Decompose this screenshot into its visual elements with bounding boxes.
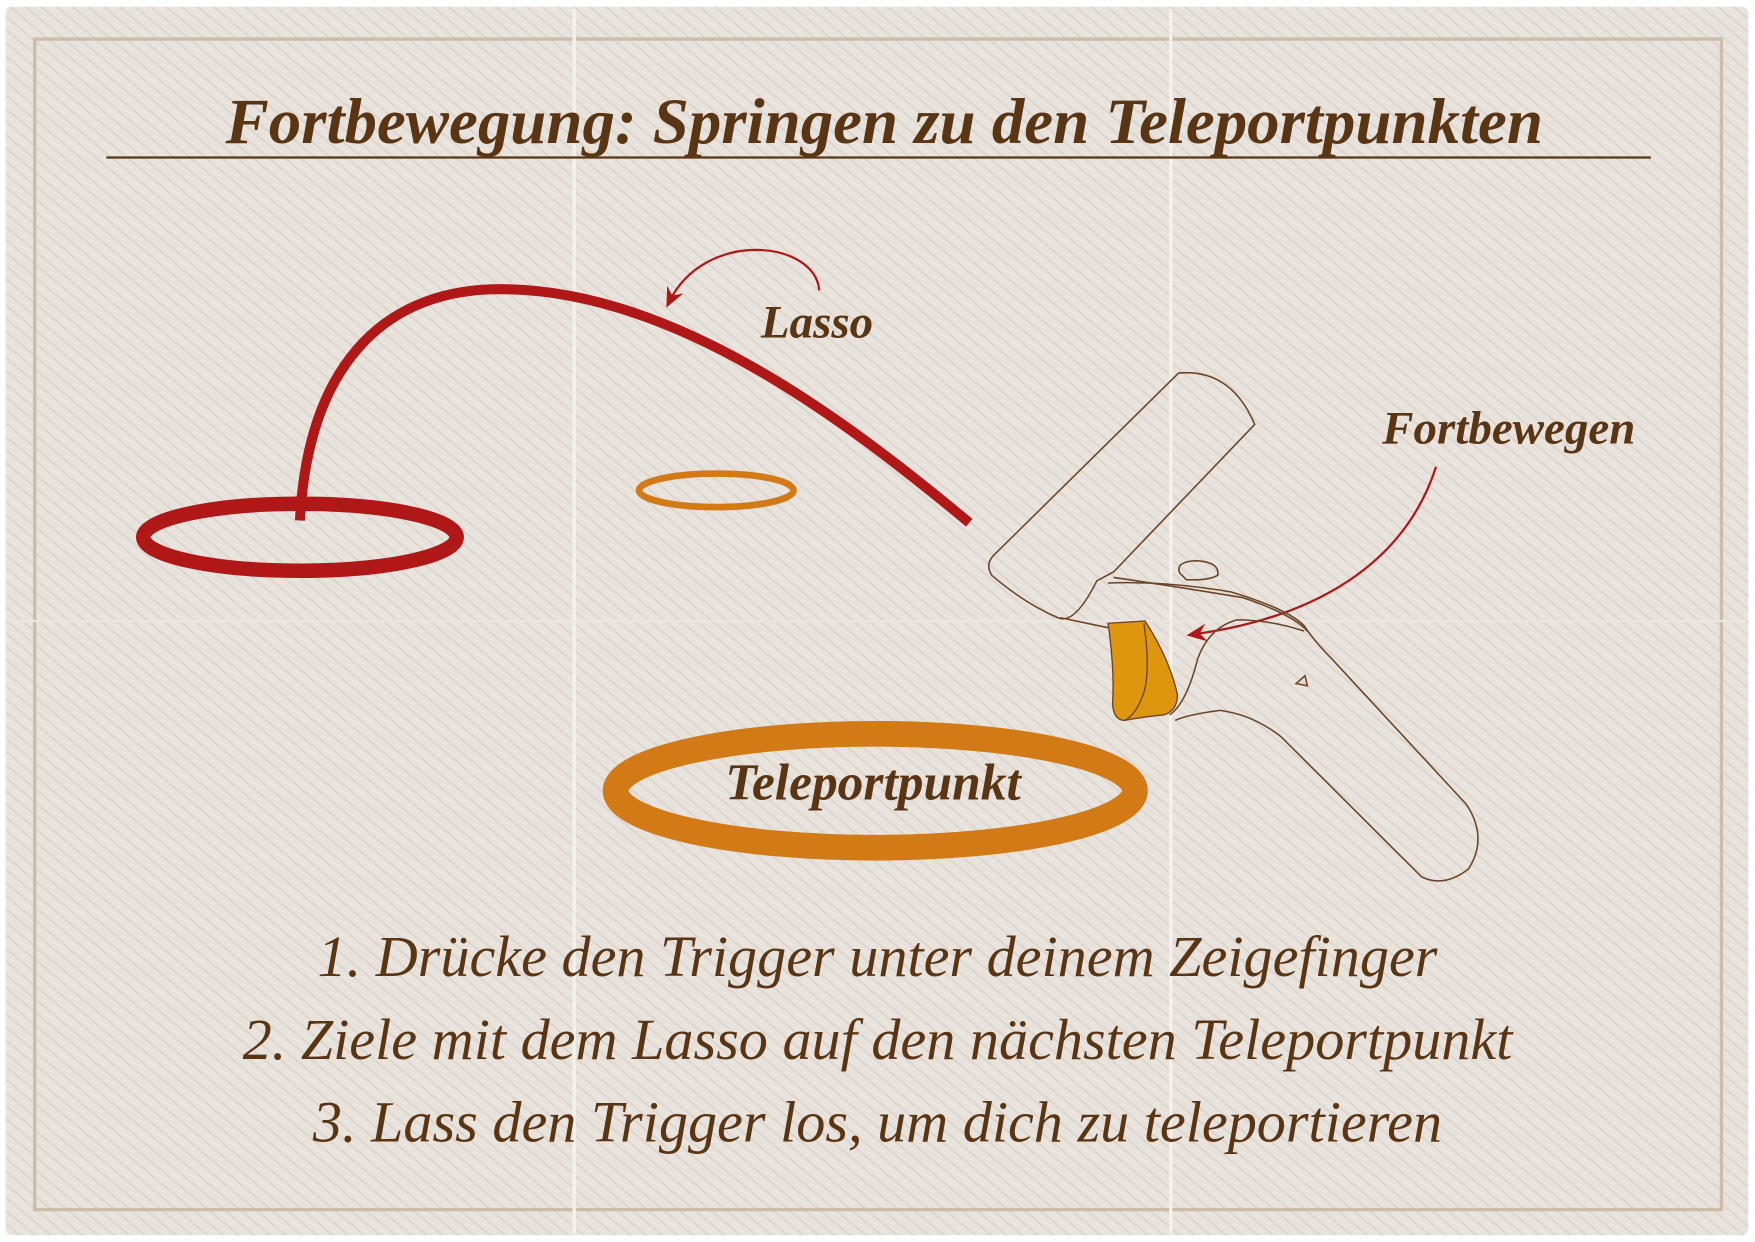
vr-controller-icon [988,371,1479,882]
lasso-label: Lasso [760,296,873,348]
trigger-button-icon [1107,620,1179,722]
teleport-point-ring [602,720,1148,861]
trigger-arrow-icon [1186,466,1438,642]
distant-teleport-ring [635,470,797,511]
lasso-arrow-icon [666,248,821,308]
instruction-step-3: 3. Lass den Trigger los, um dich zu tele… [312,1090,1442,1155]
move-label: Fortbewegen [1381,402,1635,454]
paper-border [33,37,1724,1212]
page-title: Fortbewegung: Springen zu den Teleportpu… [225,86,1543,158]
teleport-point-label: Teleportpunkt [725,755,1022,812]
instruction-step-1: 1. Drücke den Trigger unter deinem Zeige… [318,924,1438,989]
trigger-fold-line [1124,623,1148,722]
instruction-step-2: 2. Ziele mit dem Lasso auf den nächsten … [243,1007,1515,1072]
lasso-arc [294,284,973,527]
